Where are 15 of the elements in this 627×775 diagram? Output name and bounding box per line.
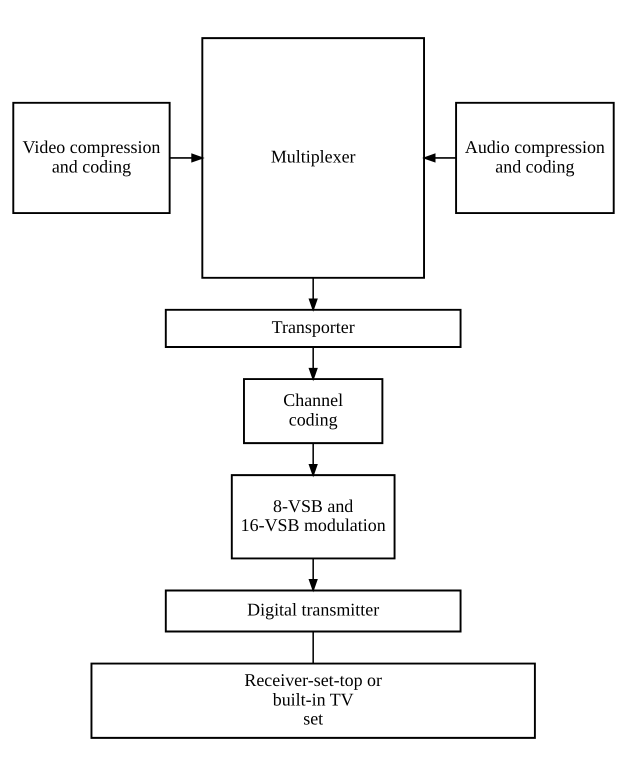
arrow bbox=[422, 152, 456, 162]
arrow bbox=[308, 278, 318, 312]
node-box: Digital transmitter bbox=[164, 589, 462, 632]
node-box: Audio compression and coding bbox=[455, 101, 615, 214]
node-box: Video compression and coding bbox=[12, 101, 171, 214]
node-box: Transporter bbox=[164, 308, 462, 348]
node-box: Receiver-set-top or built-in TV set bbox=[90, 662, 536, 738]
arrow bbox=[170, 152, 205, 162]
node-box: Multiplexer bbox=[201, 36, 425, 278]
node-box: Channel coding bbox=[243, 378, 384, 444]
node-box: 8-VSB and 16-VSB modulation bbox=[230, 474, 396, 559]
connector bbox=[312, 631, 314, 663]
arrow bbox=[308, 346, 318, 381]
arrow bbox=[308, 442, 318, 477]
arrow bbox=[308, 558, 318, 592]
